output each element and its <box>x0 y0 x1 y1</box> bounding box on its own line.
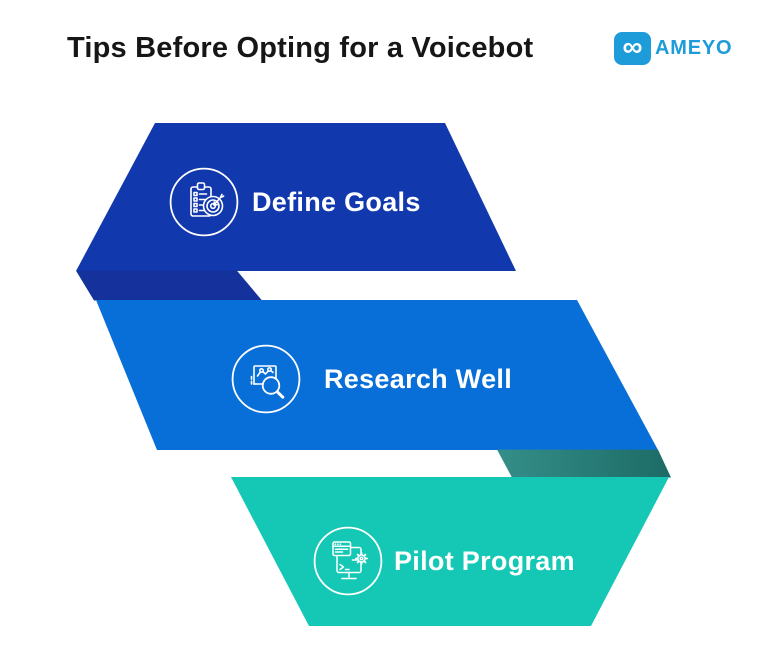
chart-magnifier-icon <box>231 344 301 414</box>
ribbon-step-2 <box>96 300 658 450</box>
step-label: Define Goals <box>252 186 421 217</box>
infinity-icon: ∞ <box>622 30 643 62</box>
ribbon-fold-2 <box>497 449 671 478</box>
step-pilot-program: Pilot Program <box>312 525 575 597</box>
step-define-goals: Define Goals <box>168 166 421 238</box>
clipboard-target-icon <box>169 167 239 237</box>
step-label: Research Well <box>324 363 512 394</box>
brand-logo: ∞ AMEYO <box>614 32 732 65</box>
step-research-well: Research Well <box>230 343 512 415</box>
page-title: Tips Before Opting for a Voicebot <box>67 32 534 64</box>
ribbon-fold-1 <box>76 270 262 301</box>
ribbon-step-3 <box>231 477 669 626</box>
monitor-gear-icon <box>313 526 383 596</box>
brand-name: AMEYO <box>655 37 733 59</box>
ribbon-step-1 <box>76 123 516 271</box>
step-label: Pilot Program <box>394 545 575 576</box>
logo-mark: ∞ <box>614 32 651 65</box>
